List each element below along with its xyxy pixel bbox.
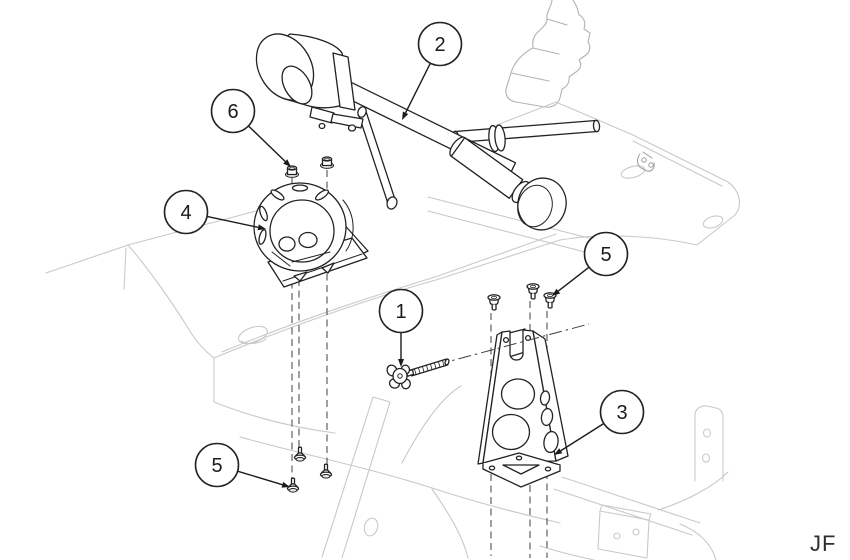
callout-leader-line <box>560 422 605 452</box>
upper-screw-1 <box>487 294 501 311</box>
callout-circle <box>210 88 256 134</box>
callout-2: 2 <box>402 21 463 120</box>
callout-number: 1 <box>395 301 406 323</box>
callout-arrowhead <box>402 111 409 120</box>
callout-leader-line <box>557 266 590 292</box>
callout-circle <box>599 389 645 435</box>
callout-number: 2 <box>434 34 445 56</box>
callout-circle <box>163 189 209 235</box>
flange-nuts <box>285 156 334 178</box>
cylinder-body <box>255 33 364 132</box>
callout-arrowhead <box>552 288 561 296</box>
callout-circle <box>194 442 240 488</box>
callout-arrowhead <box>283 159 291 167</box>
background-chassis <box>45 0 741 560</box>
callout-number: 3 <box>616 402 627 424</box>
deck-clip-detail <box>637 151 655 172</box>
callout-6: 6 <box>210 88 291 167</box>
callout-arrowhead <box>281 481 290 488</box>
deck-outline <box>45 101 741 524</box>
callout-4: 4 <box>163 189 266 235</box>
callout-circle <box>417 21 463 67</box>
end-knob <box>517 177 567 231</box>
latch-lever <box>309 106 364 132</box>
callout-leader-line <box>206 215 259 229</box>
callout-3: 3 <box>554 389 645 455</box>
callout-leader-line <box>237 470 283 486</box>
callout-leader-line <box>247 125 286 162</box>
upper-screw-3 <box>543 292 557 309</box>
flange-nut-1 <box>285 165 299 178</box>
thread-ticks <box>414 360 445 375</box>
callout-labels: 1 2 3 4 5 5 6 <box>163 21 645 488</box>
callout-arrowhead <box>257 224 266 231</box>
lower-screw-3 <box>286 477 300 493</box>
callout-5: 5 <box>194 442 290 488</box>
release-lever-rod <box>357 106 398 210</box>
frame-rails <box>321 385 729 560</box>
callout-circle <box>583 231 629 277</box>
part-1-thumb-screw <box>386 358 450 390</box>
lower-screw-1 <box>293 446 307 462</box>
upper-screws <box>487 283 557 311</box>
flange-nut-2 <box>320 156 334 169</box>
upper-screw-2 <box>526 283 540 300</box>
author-initials: JF <box>810 531 836 556</box>
callout-1: 1 <box>378 288 424 367</box>
callout-arrowhead <box>554 448 563 455</box>
seat-bracket-outline <box>505 0 591 108</box>
part-3-stand-bracket <box>477 328 569 488</box>
callout-arrowhead <box>398 359 404 367</box>
callout-number: 5 <box>211 455 222 477</box>
part-2-handle-assembly <box>255 33 601 231</box>
callout-circle <box>378 288 424 334</box>
lower-screws <box>286 446 333 493</box>
callout-leader-line <box>404 62 432 114</box>
callout-5: 5 <box>552 231 629 296</box>
part-4-cradle-bracket <box>253 182 369 288</box>
callout-number: 4 <box>180 202 191 224</box>
callout-number: 6 <box>227 101 238 123</box>
lower-screw-2 <box>319 463 333 479</box>
callout-number: 5 <box>600 244 611 266</box>
